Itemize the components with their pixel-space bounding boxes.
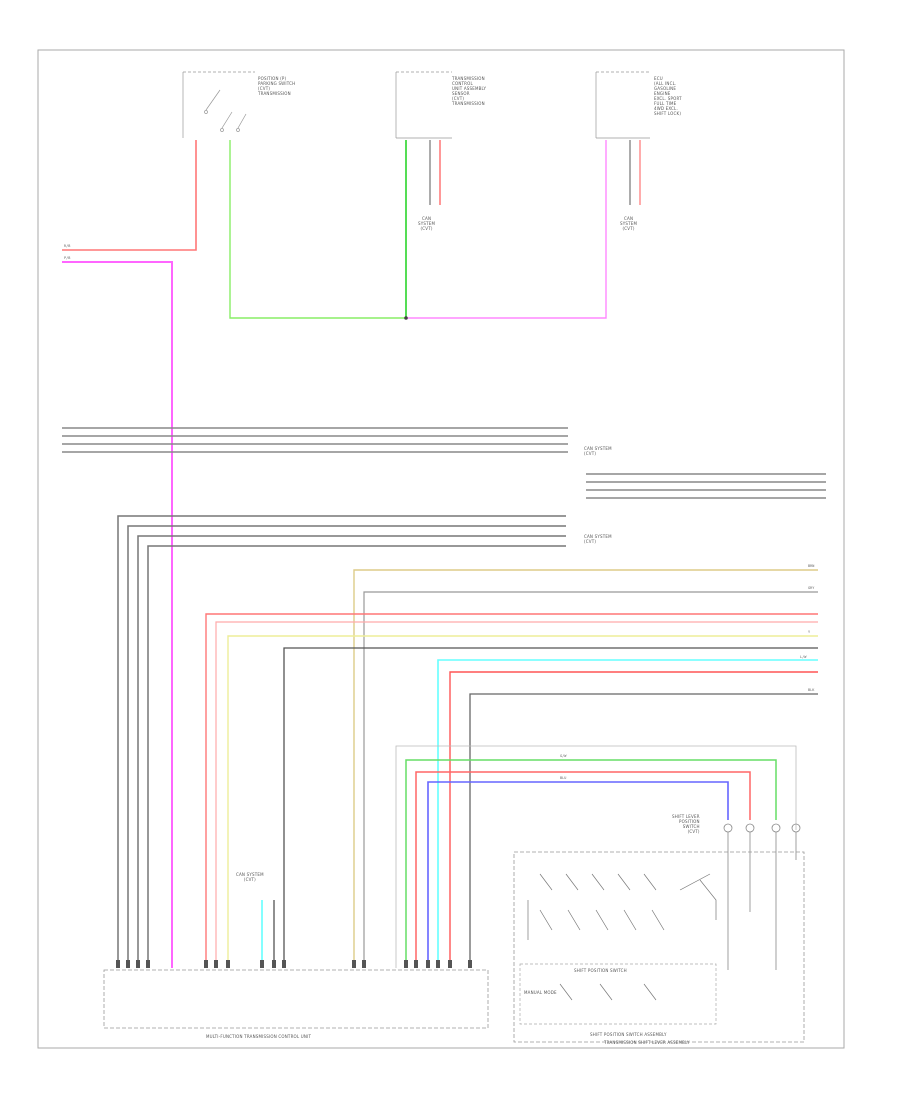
wire-tag-red: R/B (64, 244, 71, 248)
label-line: CAN (422, 216, 432, 221)
wire-tag-green: G/W (560, 754, 567, 758)
label-line: EXCL. SPORT (654, 96, 682, 101)
can-bus-top (62, 427, 568, 453)
wire-yellow-r1 (227, 635, 818, 968)
wire-red-top (62, 140, 197, 251)
mode-switch-label: MANUAL MODE (524, 990, 557, 995)
label-line: CAN (624, 216, 634, 221)
wire-tag-lightblue: L/W (800, 655, 807, 659)
wire-green-lower (405, 759, 777, 968)
parking-switch-label: POSITION (P) PARKING SWITCH (CVT) TRANSM… (258, 76, 295, 96)
label-line: SYSTEM (418, 221, 436, 226)
wire-pink-main (62, 261, 173, 968)
wire-pink-r1 (215, 621, 818, 968)
transmission-component (395, 71, 452, 139)
can-top-2-label: CAN SYSTEM (CVT) (620, 216, 637, 231)
bottom-assembly-label: TRANSMISSION SHIFT LEVER ASSEMBLY (604, 1040, 690, 1045)
wire-red-lower (415, 771, 751, 968)
wire-blue-lower (427, 781, 729, 968)
label-line: (ALL INCL. (654, 81, 677, 86)
can-block-2-label: CAN SYSTEM (CVT) (584, 534, 612, 544)
label-line: POSITION (P) (258, 76, 287, 81)
label-line: ENGINE (654, 91, 671, 96)
label-line: SHIFT LEVER (672, 814, 700, 819)
label-line: SWITCH (682, 824, 700, 829)
switch-contacts (527, 873, 717, 1001)
label-line: 4WD EXCL. (654, 106, 678, 111)
shift-lever-connector (723, 823, 801, 970)
label-line: (CVT) (243, 877, 256, 882)
bundle-left (117, 515, 566, 968)
transmission-label: TRANSMISSION CONTROL UNIT ASSEMBLY SENSO… (452, 76, 486, 106)
label-line: SHIFT LOCK) (654, 111, 682, 116)
wire-gray-r1 (363, 591, 818, 968)
wire-tag-yellow: Y (808, 630, 811, 634)
label-line: (CVT) (420, 226, 433, 231)
wire-green-top (229, 140, 406, 319)
label-line: SENSOR (452, 91, 470, 96)
switch-assembly-box (513, 851, 805, 1043)
label-line: SYSTEM (620, 221, 638, 226)
junction-top (404, 316, 408, 320)
main-module-label: MULTI-FUNCTION TRANSMISSION CONTROL UNIT (206, 1034, 312, 1039)
wire-frame-lower (395, 745, 797, 968)
label-line: UNIT ASSEMBLY (452, 86, 487, 91)
can-bus-right (586, 473, 826, 499)
parking-switch-component (182, 71, 255, 138)
label-line: CONTROL (452, 81, 473, 86)
can-bottom-label: CAN SYSTEM (CVT) (236, 872, 264, 882)
wire-black-r1 (283, 647, 818, 968)
wire-pink-ecu (406, 140, 607, 319)
label-line: POSITION (679, 819, 700, 824)
sub-switch-label: SHIFT POSITION SWITCH (574, 968, 627, 973)
shift-lever-label: SHIFT LEVER POSITION SWITCH (CVT) (672, 814, 700, 834)
wire-red-r1 (205, 613, 818, 968)
can-top-1-label: CAN SYSTEM (CVT) (418, 216, 435, 231)
label-line: ECU (654, 76, 663, 81)
label-line: TRANSMISSION (452, 101, 485, 106)
can-block-1-label: CAN SYSTEM (CVT) (584, 446, 612, 456)
label-line: (CVT) (258, 86, 271, 91)
label-line: (CVT) (452, 96, 465, 101)
wire-tag-blue: BLU (560, 776, 567, 780)
label-line: (CVT) (622, 226, 635, 231)
wire-tag-pink: P/B (64, 256, 71, 260)
wire-black-r2 (469, 693, 818, 968)
label-line: CAN SYSTEM (584, 446, 612, 451)
sub-switch-box (519, 963, 717, 1025)
module-pins (116, 960, 472, 968)
ecu-component (595, 71, 650, 139)
wire-tan (353, 569, 818, 968)
label-line: (CVT) (687, 829, 700, 834)
wire-tag-black: BLK (808, 688, 815, 692)
wire-tag-gray: GRY (808, 586, 815, 590)
label-line: (CVT) (584, 539, 597, 544)
label-line: TRANSMISSION (452, 76, 485, 81)
main-module-box (103, 969, 489, 1029)
label-line: (CVT) (584, 451, 597, 456)
label-line: CAN SYSTEM (236, 872, 264, 877)
label-line: CAN SYSTEM (584, 534, 612, 539)
switch-assembly-label: SHIFT POSITION SWITCH ASSEMBLY (590, 1032, 667, 1037)
wire-lightblue-r1 (437, 659, 818, 968)
wire-tag-brown: BRN (808, 564, 815, 568)
label-line: FULL TIME (654, 101, 677, 106)
label-line: GASOLINE (654, 86, 677, 91)
wire-red-r2 (449, 671, 818, 968)
label-line: TRANSMISSION (258, 91, 291, 96)
ecu-label: ECU (ALL INCL. GASOLINE ENGINE EXCL. SPO… (654, 76, 682, 116)
label-line: PARKING SWITCH (258, 81, 296, 86)
diagram-frame (37, 49, 845, 1049)
